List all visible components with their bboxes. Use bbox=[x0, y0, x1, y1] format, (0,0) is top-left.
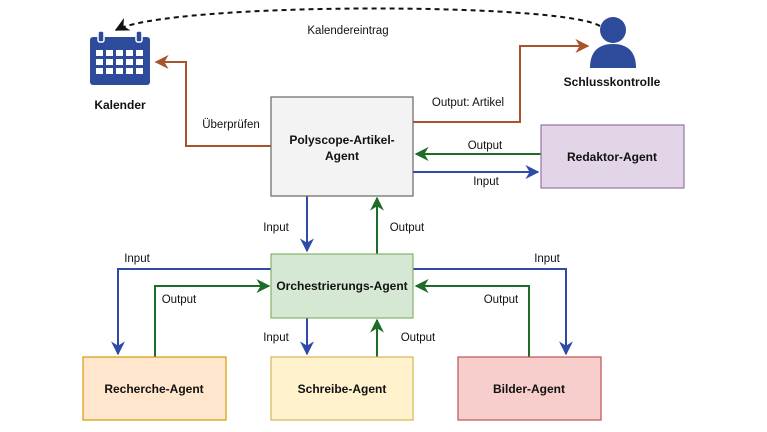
edge-label-recherche-input: Input bbox=[124, 253, 150, 265]
edge-label-kalendereintrag: Kalendereintrag bbox=[307, 25, 388, 37]
edge-bilder-input bbox=[413, 268, 573, 356]
node-schreibe-label: Schreibe-Agent bbox=[298, 382, 387, 396]
node-redaktor-label: Redaktor-Agent bbox=[567, 150, 657, 164]
edge-recherche-output bbox=[154, 279, 271, 357]
edge-label-schreibe-output: Output bbox=[401, 332, 436, 344]
edge-label-bilder-input: Input bbox=[534, 253, 560, 265]
edge-label-redaktor-output: Output bbox=[468, 140, 503, 152]
node-recherche: Recherche-Agent bbox=[82, 356, 227, 421]
edge-bilder-output bbox=[414, 279, 530, 357]
edge-label-recherche-output: Output bbox=[162, 294, 197, 306]
node-recherche-label: Recherche-Agent bbox=[104, 382, 203, 396]
edge-label-output-artikel: Output: Artikel bbox=[432, 97, 504, 109]
edge-label-poly-output: Output bbox=[390, 222, 425, 234]
node-polyscope-line2: Agent bbox=[325, 149, 359, 163]
edge-recherche-input bbox=[111, 268, 271, 356]
edge-ueberpruefen bbox=[154, 55, 271, 147]
edge-output-artikel bbox=[413, 39, 590, 123]
kalender-label: Kalender bbox=[94, 98, 146, 112]
node-redaktor: Redaktor-Agent bbox=[540, 124, 685, 189]
edge-label-ueberpruefen: Überprüfen bbox=[202, 119, 260, 131]
edge-label-bilder-output: Output bbox=[484, 294, 519, 306]
node-polyscope-line1: Polyscope-Artikel- bbox=[289, 133, 394, 147]
edge-kalendereintrag bbox=[114, 7, 601, 31]
calendar-icon bbox=[90, 30, 150, 85]
node-orchestrierung: Orchestrierungs-Agent bbox=[270, 253, 414, 319]
user-icon bbox=[590, 17, 636, 68]
node-orchestrierung-label: Orchestrierungs-Agent bbox=[276, 279, 407, 293]
node-bilder: Bilder-Agent bbox=[457, 356, 602, 421]
node-bilder-label: Bilder-Agent bbox=[493, 382, 565, 396]
edge-label-redaktor-input: Input bbox=[473, 176, 499, 188]
schlusskontrolle-label: Schlusskontrolle bbox=[564, 75, 661, 89]
node-schreibe: Schreibe-Agent bbox=[270, 356, 414, 421]
edge-label-schreibe-input: Input bbox=[263, 332, 289, 344]
node-polyscope: Polyscope-Artikel- Agent bbox=[270, 96, 414, 197]
edge-label-poly-input: Input bbox=[263, 222, 289, 234]
